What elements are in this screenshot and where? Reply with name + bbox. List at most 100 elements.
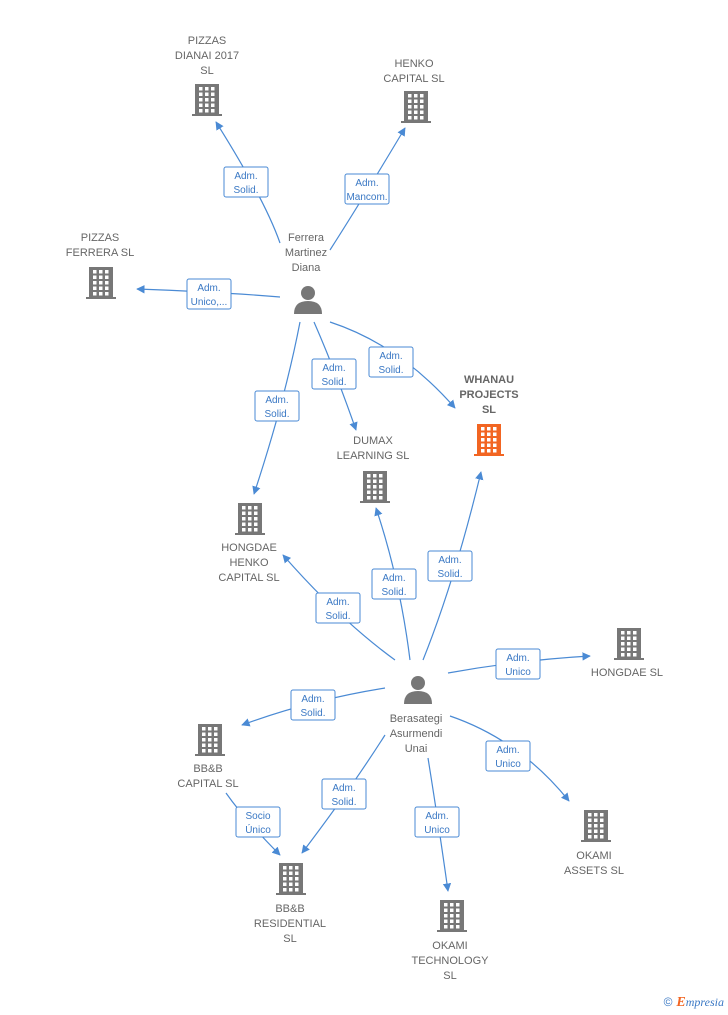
company-node-hongdae_henko[interactable]: HONGDAE HENKO CAPITAL SL [218,503,280,584]
edge-ferrera-to-dumax: Adm.Solid. [311,321,358,431]
node-label: ASSETS SL [564,865,624,877]
edge-label-box [414,806,460,838]
edge-label-text: Adm. [496,745,519,756]
edge-label-box [344,173,390,205]
edge-label-text: Adm. [265,395,288,406]
edge-berasategi-to-hongdae_henko: Adm.Solid. [282,554,396,661]
building-icon [86,267,116,299]
node-label: CAPITAL SL [383,73,444,85]
node-label: HONGDAE SL [591,667,663,679]
edge-label-text: Solid. [264,409,289,420]
edge-berasategi-to-bbb_residential: Adm. Solid. [301,734,386,854]
edge-label-box [321,778,367,810]
edge-label-text: Adm. [197,283,220,294]
building-icon [581,810,611,842]
edge-label-text: Adm. [438,555,461,566]
edge-label-text: Adm. [379,351,402,362]
node-label: Asurmendi [390,728,443,740]
brand-name: mpresia [685,995,724,1009]
node-label: Ferrera [288,232,325,244]
edge-label-box [290,689,336,721]
edge-berasategi-to-bbb_capital: Adm. Solid. [241,687,386,727]
brand-initial: E [676,995,686,1010]
node-label: Diana [292,262,322,274]
edge-label-text: Solid. [378,365,403,376]
edge-ferrera-to-pizzas_dianai: Adm. Solid. [215,121,281,244]
node-label: HENKO [394,58,434,70]
edge-label-text: Solid. [381,587,406,598]
node-label: SL [443,970,456,982]
company-node-okami_assets[interactable]: OKAMI ASSETS SL [564,810,624,877]
edge-label-text: Adm. [506,653,529,664]
edge-label-box [223,166,269,198]
edge-label-text: Adm. [301,694,324,705]
node-label: PIZZAS [81,232,120,244]
node-label: Berasategi [390,713,443,725]
edge-berasategi-to-okami_assets: Adm.Unico [449,715,570,802]
edge-label-text: Unico [505,667,531,678]
node-label: DIANAI 2017 [175,50,239,62]
node-label: HENKO [229,557,269,569]
node-label: Unai [405,743,428,755]
node-label: SL [482,404,496,416]
node-label: DUMAX [353,435,393,447]
edge-label-box [371,568,417,600]
edge-label-text: Adm. [332,783,355,794]
building-icon [474,424,504,456]
node-label: CAPITAL SL [218,572,279,584]
edge-label-box [186,278,232,310]
edge-label-box [235,806,281,838]
building-icon [401,91,431,123]
building-icon [614,628,644,660]
node-label: SL [200,65,213,77]
edge-berasategi-to-hongdae: Adm. Unico [447,648,591,680]
edge-label-box [315,592,361,624]
edge-label-text: Unico,... [191,297,228,308]
edge-label-box [485,740,531,772]
company-node-whanau[interactable]: WHANAU PROJECTS SL [459,374,519,456]
edge-label-text: Adm. [234,171,257,182]
node-label: SL [283,933,296,945]
edge-ferrera-to-pizzas_ferrera: Adm. Unico,... [136,278,281,310]
building-icon [360,471,390,503]
node-label: RESIDENTIAL [254,918,326,930]
company-node-pizzas_ferrera[interactable]: PIZZAS FERRERA SL [66,232,134,299]
building-icon [437,900,467,932]
edge-label-box [495,648,541,680]
node-label: PROJECTS [459,389,518,401]
node-label: HONGDAE [221,542,277,554]
edge-label-text: Solid. [437,569,462,580]
edge-label-text: Adm. [322,363,345,374]
edge-label-text: Solid. [300,708,325,719]
brand-footer: ©Empresia [664,995,724,1011]
building-icon [192,84,222,116]
node-label: OKAMI [576,850,611,862]
node-label: WHANAU [464,374,514,386]
copyright-symbol: © [663,995,673,1009]
edge-label-text: Único [245,823,271,836]
edge-berasategi-to-okami_tech: Adm.Unico [414,757,460,892]
edge-label-text: Mancom. [346,192,387,203]
edge-label-text: Solid. [331,797,356,808]
node-label: BB&B [193,763,222,775]
edge-berasategi-to-dumax: Adm.Solid. [371,507,417,661]
node-label: PIZZAS [188,35,227,47]
node-label: TECHNOLOGY [411,955,489,967]
node-label: FERRERA SL [66,247,134,259]
edge-label-text: Solid. [233,185,258,196]
node-label: OKAMI [432,940,467,952]
company-node-okami_tech[interactable]: OKAMI TECHNOLOGY SL [411,900,489,982]
person-icon [294,286,322,314]
building-icon [195,724,225,756]
company-node-henko_capital[interactable]: HENKO CAPITAL SL [383,58,445,123]
person-icon [404,676,432,704]
company-node-hongdae[interactable]: HONGDAE SL [591,628,663,679]
